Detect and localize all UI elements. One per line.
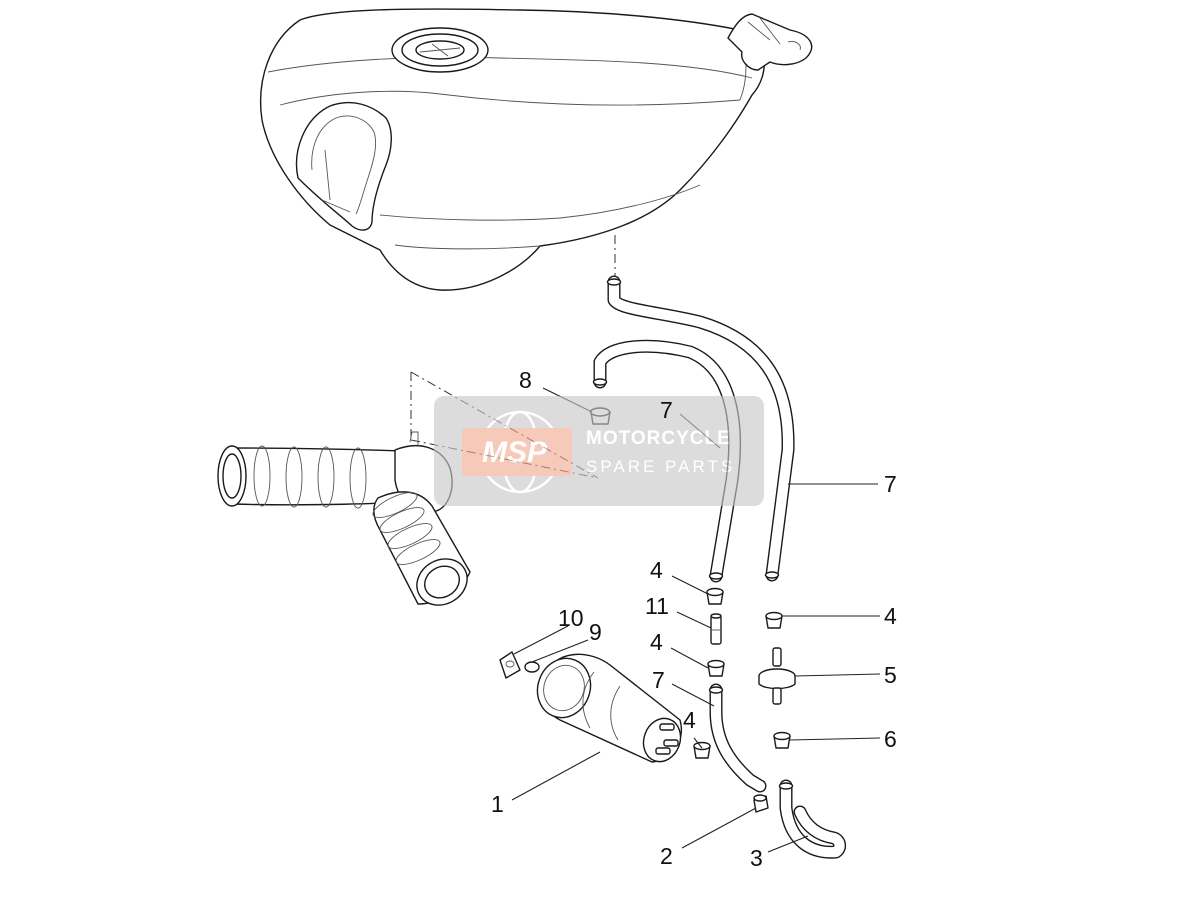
canister-part-1: [536, 653, 682, 763]
callout-4-middle: 4: [650, 629, 663, 655]
watermark-logo: MSP: [482, 436, 548, 469]
callout-4-right: 4: [884, 603, 897, 629]
ring-part-9: [524, 661, 540, 673]
watermark-logo-badge: [462, 428, 572, 476]
fuel-tank: [259, 8, 813, 291]
hose-long: [606, 275, 795, 582]
watermark-line-1: MOTORCYCLE: [586, 428, 731, 449]
clamp-part-4-d: [693, 741, 711, 759]
callout-3: 3: [750, 845, 763, 871]
valve-part-5: [758, 647, 796, 705]
callout-7-right: 7: [884, 471, 897, 497]
callout-8: 8: [519, 367, 532, 393]
callout-7-upper: 7: [660, 397, 673, 423]
clamp-part-4-c: [765, 611, 783, 629]
watermark: MSP MOTORCYCLE SPARE PARTS: [434, 396, 764, 506]
callout-4-lower: 4: [683, 707, 696, 733]
callout-7-lower: 7: [652, 667, 665, 693]
callout-labels: 8 7 7 4 11 4 10 9 7 4 4 5 6 1 2 3: [491, 367, 897, 871]
hose-u-bend: [778, 779, 847, 859]
callout-4-upper: 4: [650, 557, 663, 583]
callout-10: 10: [558, 605, 584, 631]
watermark-band: [434, 396, 764, 506]
clamp-part-4-b: [707, 659, 725, 677]
callout-1: 1: [491, 791, 504, 817]
clamp-part-6: [773, 731, 791, 749]
callout-11: 11: [645, 593, 669, 619]
callout-5: 5: [884, 662, 897, 688]
callout-9: 9: [589, 619, 602, 645]
fitting-part-2: [753, 794, 769, 813]
connector-part-11: [710, 613, 722, 645]
callout-2: 2: [660, 843, 673, 869]
clamp-part-4-a: [706, 587, 724, 605]
bracket-part-10: [499, 651, 521, 679]
hose-short: [708, 683, 767, 793]
watermark-line-2: SPARE PARTS: [586, 457, 735, 476]
callout-6: 6: [884, 726, 897, 752]
